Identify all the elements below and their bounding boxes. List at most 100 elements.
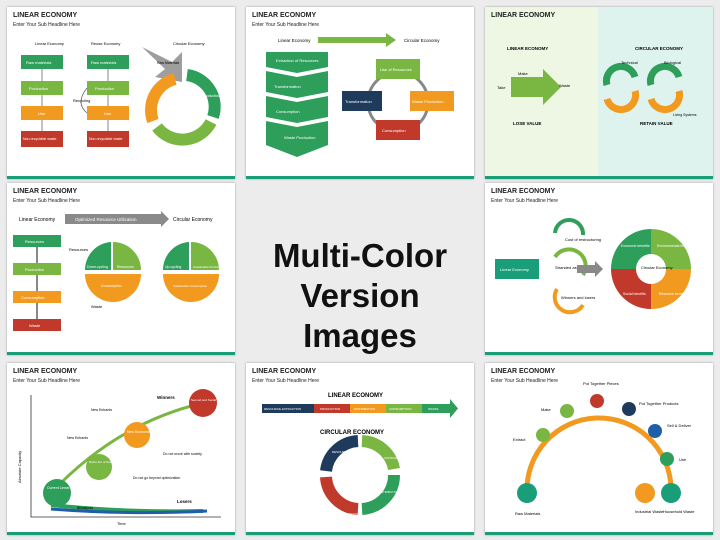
label-make: Make [518, 71, 529, 76]
box-raw: Raw materials [26, 60, 51, 65]
box-raw-2: Raw materials [91, 60, 116, 65]
box-consumption: Consumption [382, 128, 406, 133]
slide-thumbnail-8[interactable]: LINEAR ECONOMY Enter Your Sub Headline H… [485, 363, 713, 535]
step-5: WASTE [428, 407, 439, 411]
label-circular: Circular Economy [641, 265, 673, 270]
node-current: Current Linear Economy [47, 486, 85, 490]
slide-thumbnail-2[interactable]: LINEAR ECONOMY Enter Your Sub Headline H… [246, 7, 474, 179]
label-puttog-2: Put Together Products [639, 401, 679, 406]
slide-title: LINEAR ECONOMY [491, 188, 556, 195]
slide-thumbnail-1[interactable]: LINEAR ECONOMY Enter Your Sub Headline H… [7, 7, 235, 179]
step-3: DISTRIBUTION [354, 407, 375, 411]
label-waste: Waste Production [284, 135, 315, 140]
slide-title: LINEAR ECONOMY [491, 12, 556, 19]
label-transformation: Transformation [274, 84, 301, 89]
label-newent: New Entrants [91, 408, 112, 412]
label-prod3: Production [203, 94, 220, 98]
step-2: PRODUCTION [320, 407, 340, 411]
label-optimized: Optimized Resource Utilization [75, 217, 137, 222]
quad-resource: Resource benefits [659, 292, 687, 296]
slide-thumbnail-6[interactable]: LINEAR ECONOMY Enter Your Sub Headline H… [7, 363, 235, 535]
slide-diagram: Linear Economy Optimized Resource Utiliz… [13, 211, 224, 331]
label-circular: CIRCULAR ECONOMY [320, 430, 384, 436]
box-nonrec-2: Non-recyclable waste [89, 137, 123, 141]
label-upcycling: Up-cycling [165, 265, 181, 269]
label-resources-3: Resources [117, 265, 134, 269]
box-production: Production [25, 267, 44, 272]
node-retire: Retire the of New Materials [89, 460, 126, 464]
label-donot-2: Do not go beyond optimization [133, 476, 180, 480]
accent-bar [246, 176, 474, 179]
label-use: Use [679, 457, 687, 462]
label-circular: CIRCULAR ECONOMY [635, 46, 683, 51]
accent-bar [7, 532, 235, 535]
label-linear: Linear Economy [19, 217, 56, 223]
label-winners: Winners and losers [561, 295, 595, 300]
accent-bar [485, 176, 713, 179]
node-newecon: New Economic Models [127, 430, 163, 434]
ring-3: DISTRIBUTION [378, 490, 399, 494]
box-use-2: Use [104, 111, 112, 116]
label-linear: LINEAR ECONOMY [328, 393, 383, 399]
accent-bar [7, 352, 235, 355]
label-resources-2: Resources [69, 247, 88, 252]
slide-title: LINEAR ECONOMY [13, 12, 78, 19]
box-waste: Waste Production [412, 99, 443, 104]
label-sell: Sell & Deliver [667, 423, 692, 428]
slide-diagram: Linear Economy Circular Economy Extracti… [266, 33, 454, 157]
label-living: Living Systems [673, 113, 697, 117]
label-waste: Waste [559, 83, 571, 88]
label-linear: Linear Economy [35, 41, 64, 46]
label-consumption-2: Consumption [101, 284, 122, 288]
slide-subtitle: Enter Your Sub Headline Here [252, 22, 319, 28]
label-extraction: Extraction of Resources [276, 58, 318, 63]
box-resources: Resources [25, 239, 44, 244]
slide-title: LINEAR ECONOMY [13, 188, 78, 195]
node-second: Second and Social Transitions [191, 398, 232, 402]
label-linear: LINEAR ECONOMY [507, 46, 548, 51]
box-transformation: Transformation [345, 99, 372, 104]
ring-1: RESOURCE EXTRACTION [332, 450, 369, 454]
label-newent-2: New Entrants [67, 436, 88, 440]
box-production-2: Production [95, 86, 114, 91]
label-biological: Biological [664, 60, 681, 65]
label-donot: Do not move with society [163, 452, 202, 456]
label-linear: Linear Economy [278, 38, 311, 43]
box-waste: Waste [29, 323, 41, 328]
accent-bar [246, 532, 474, 535]
slide-thumbnail-4[interactable]: LINEAR ECONOMY Enter Your Sub Headline H… [7, 183, 235, 355]
label-downcycling: Down-cycling [87, 265, 108, 269]
label-use3: Use [179, 130, 185, 134]
heading-line-2: Version Images [300, 277, 420, 354]
label-make: Make [541, 407, 552, 412]
ring-2: CONSUMPTION [384, 456, 407, 460]
slide-thumbnail-5[interactable]: LINEAR ECONOMY Enter Your Sub Headline H… [485, 183, 713, 355]
box-linear: Linear Economy [500, 267, 529, 272]
slide-thumbnail-7[interactable]: LINEAR ECONOMY Enter Your Sub Headline H… [246, 363, 474, 535]
slide-diagram: LINEAR ECONOMY CIRCULAR ECONOMY Make Tak… [497, 46, 697, 126]
box-nonrec: Non-recyclable waste [23, 137, 57, 141]
slide-diagram: Put Together Pieces Make Put Together Pr… [513, 381, 695, 516]
label-circular: Circular Economy [173, 217, 213, 223]
quad-econ: Economic benefits [621, 244, 650, 248]
label-reuse: Reuse Economy [91, 41, 120, 46]
axis-x-label: Time [117, 521, 127, 526]
label-blindspots: Blindspots [77, 506, 93, 510]
step-4: CONSUMPTION [389, 407, 412, 411]
accent-bar [485, 352, 713, 355]
label-rawmat: Raw Materials [157, 61, 179, 65]
label-take: Take [497, 85, 506, 90]
slide-subtitle: Enter Your Sub Headline Here [13, 378, 80, 384]
box-consumption: Consumption [21, 295, 45, 300]
quad-social: Social benefits [623, 292, 646, 296]
slide-subtitle: Enter Your Sub Headline Here [252, 378, 319, 384]
ring-4: PRODUCTION [338, 512, 358, 516]
slide-subtitle: Enter Your Sub Headline Here [13, 22, 80, 28]
label-extract: Extract [513, 437, 526, 442]
label-technical: Technical [621, 60, 638, 65]
box-use: Use of Resources [380, 67, 412, 72]
slide-subtitle: Enter Your Sub Headline Here [491, 198, 558, 204]
label-retain: RETAIN VALUE [640, 121, 673, 126]
slide-thumbnail-3[interactable]: LINEAR ECONOMY LINEAR ECONOMY CIRCULAR E… [485, 7, 713, 179]
heading-line-1: Multi-Color [272, 237, 448, 274]
